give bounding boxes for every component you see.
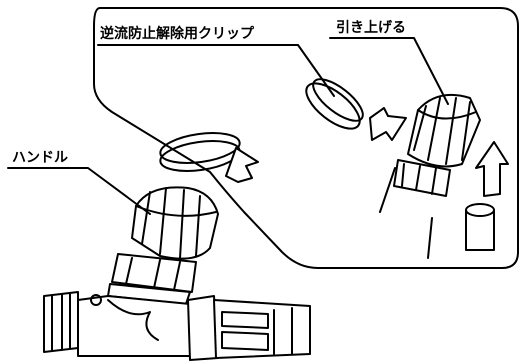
insert-arrow-icon: [369, 107, 407, 141]
detail-handle-cap: [407, 94, 481, 168]
clip-leader-line: [97, 44, 335, 97]
pull-up-label: 引き上げる: [336, 20, 406, 36]
detail-callout-frame: [93, 7, 519, 269]
pull-up-arrow-icon: [475, 141, 509, 197]
handle-leader-line: [7, 167, 151, 215]
check-valve-release-clip: [305, 78, 364, 130]
pull-up-leader-line: [329, 37, 449, 105]
valve-nut: [107, 253, 197, 305]
detail-stub-pipe: [465, 203, 495, 251]
clip-label: 逆流防止解除用クリップ: [100, 26, 254, 42]
handle-label: ハンドル: [12, 150, 68, 166]
handle: [131, 186, 219, 260]
valve-body: [43, 291, 311, 361]
rotate-arrow-icon: [159, 132, 259, 183]
detail-valve: [379, 94, 481, 259]
